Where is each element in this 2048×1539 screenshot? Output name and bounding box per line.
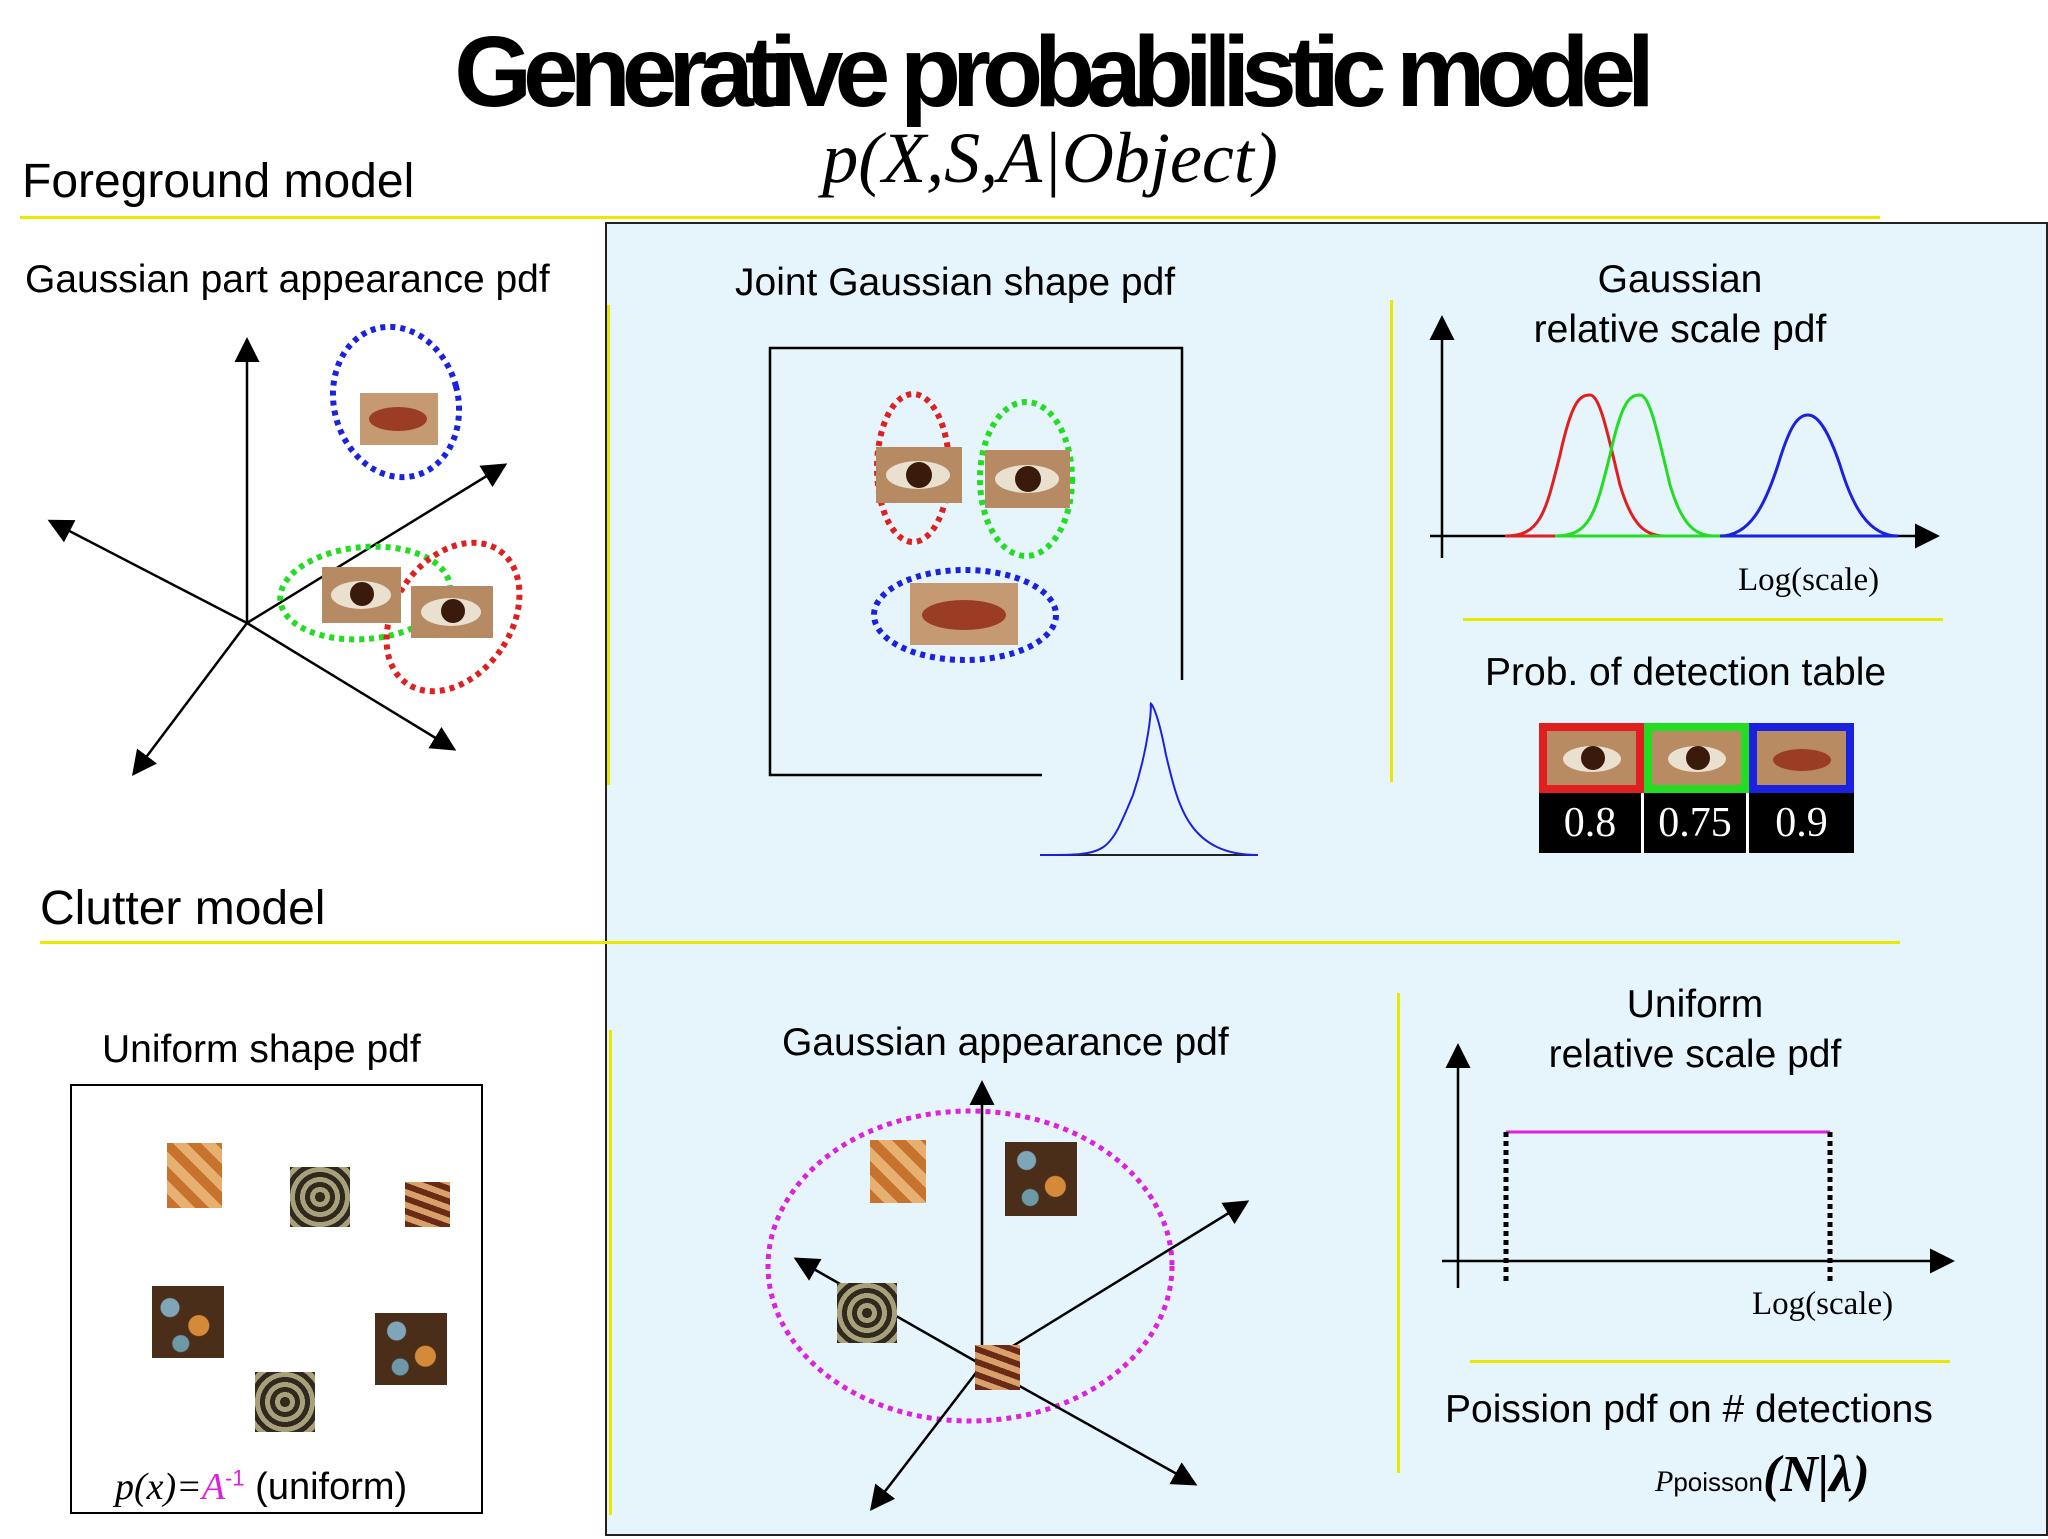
model-formula: p(X,S,A|Object): [822, 118, 1278, 198]
detection-swatch-row: [1539, 723, 1854, 793]
clutter-model-heading: Clutter model: [40, 882, 326, 935]
detection-swatch-left-eye: [1539, 723, 1644, 793]
divider-cl-left: [609, 1030, 612, 1515]
divider-scale-poisson: [1470, 1360, 1950, 1363]
uniform-relative-scale-line1: Uniform: [1626, 983, 1764, 1026]
eye-patch-green: [322, 567, 401, 623]
detection-swatch-right-eye: [1644, 723, 1749, 793]
gauss-app-bubbles: [1005, 1142, 1077, 1216]
poisson-formula-args: (N|λ): [1762, 1446, 1870, 1503]
foreground-model-heading: Foreground model: [22, 155, 415, 208]
divider-cl-right: [1397, 993, 1400, 1473]
scale-gaussian-chart: [1429, 315, 1940, 558]
uniform-scale-chart: [1442, 1043, 1955, 1288]
uniform-formula-lhs: p(x)=: [115, 1466, 202, 1508]
gaussian-relative-scale-line2: relative scale pdf: [1533, 307, 1827, 351]
gaussian-part-appearance-label: Gaussian part appearance pdf: [25, 258, 550, 301]
detection-swatch-mouth: [1749, 723, 1854, 793]
divider-fg-left: [607, 305, 610, 785]
clutter-panel: [605, 944, 2048, 1536]
uniform-shape-label: Uniform shape pdf: [102, 1028, 421, 1071]
gauss-app-spiral: [837, 1283, 897, 1343]
gauss-app-checker: [870, 1140, 926, 1203]
uniform-formula-exp: -1: [225, 1465, 245, 1491]
poisson-formula-prefix: P: [1655, 1465, 1674, 1498]
clutter-bubbles-patch: [152, 1286, 224, 1358]
gaussian-relative-scale-line1: Gaussian: [1597, 258, 1763, 301]
log-scale-label-bottom: Log(scale): [1752, 1286, 1894, 1322]
uniform-relative-scale-line2: relative scale pdf: [1548, 1032, 1842, 1076]
detection-value-right-eye: 0.75: [1644, 793, 1749, 853]
poisson-formula-sub: poisson: [1673, 1467, 1763, 1497]
uniform-formula: p(x)=A-1 (uniform): [115, 1465, 407, 1509]
appearance-axes: [47, 323, 523, 776]
gaussian-relative-scale-label: Gaussian relative scale pdf: [1505, 255, 1855, 355]
uniform-formula-suffix: (uniform): [244, 1466, 408, 1508]
poisson-formula: Ppoisson(N|λ): [1655, 1445, 1870, 1504]
clutter-spiral-patch-2: [255, 1372, 315, 1432]
clutter-checker-patch: [167, 1143, 222, 1208]
detection-value-row: 0.8 0.75 0.9: [1539, 793, 1854, 853]
divider-fg-right: [1390, 300, 1393, 782]
clutter-rule: [40, 941, 1900, 944]
joint-gaussian-shape-label: Joint Gaussian shape pdf: [735, 261, 1176, 304]
detection-value-left-eye: 0.8: [1539, 793, 1644, 853]
divider-scale-table: [1463, 618, 1943, 621]
poisson-label: Poission pdf on # detections: [1445, 1388, 1933, 1431]
eye-patch-red: [411, 586, 493, 638]
clutter-bubbles-patch-2: [375, 1313, 447, 1385]
detection-value-mouth: 0.9: [1749, 793, 1854, 853]
prob-detection-label: Prob. of detection table: [1485, 651, 1887, 694]
mouth-patch: [360, 393, 438, 445]
uniform-relative-scale-label: Uniform relative scale pdf: [1525, 980, 1865, 1080]
shape-eye-left: [876, 447, 962, 503]
clutter-spiral-patch: [290, 1167, 350, 1227]
page-title: Generative probabilistic model: [454, 16, 1655, 128]
shape-mouth: [910, 583, 1018, 645]
uniform-shape-frame: [70, 1084, 483, 1514]
foreground-rule: [20, 216, 1880, 219]
uniform-formula-a: A: [201, 1466, 226, 1508]
detection-table: 0.8 0.75 0.9: [1539, 723, 1854, 853]
shape-gaussian-curve: [1039, 702, 1259, 856]
gauss-app-swirl: [975, 1345, 1020, 1390]
shape-eye-right: [985, 450, 1070, 508]
log-scale-label-top: Log(scale): [1738, 562, 1880, 598]
gaussian-appearance-label: Gaussian appearance pdf: [782, 1021, 1229, 1064]
clutter-swirl-patch: [405, 1182, 450, 1227]
